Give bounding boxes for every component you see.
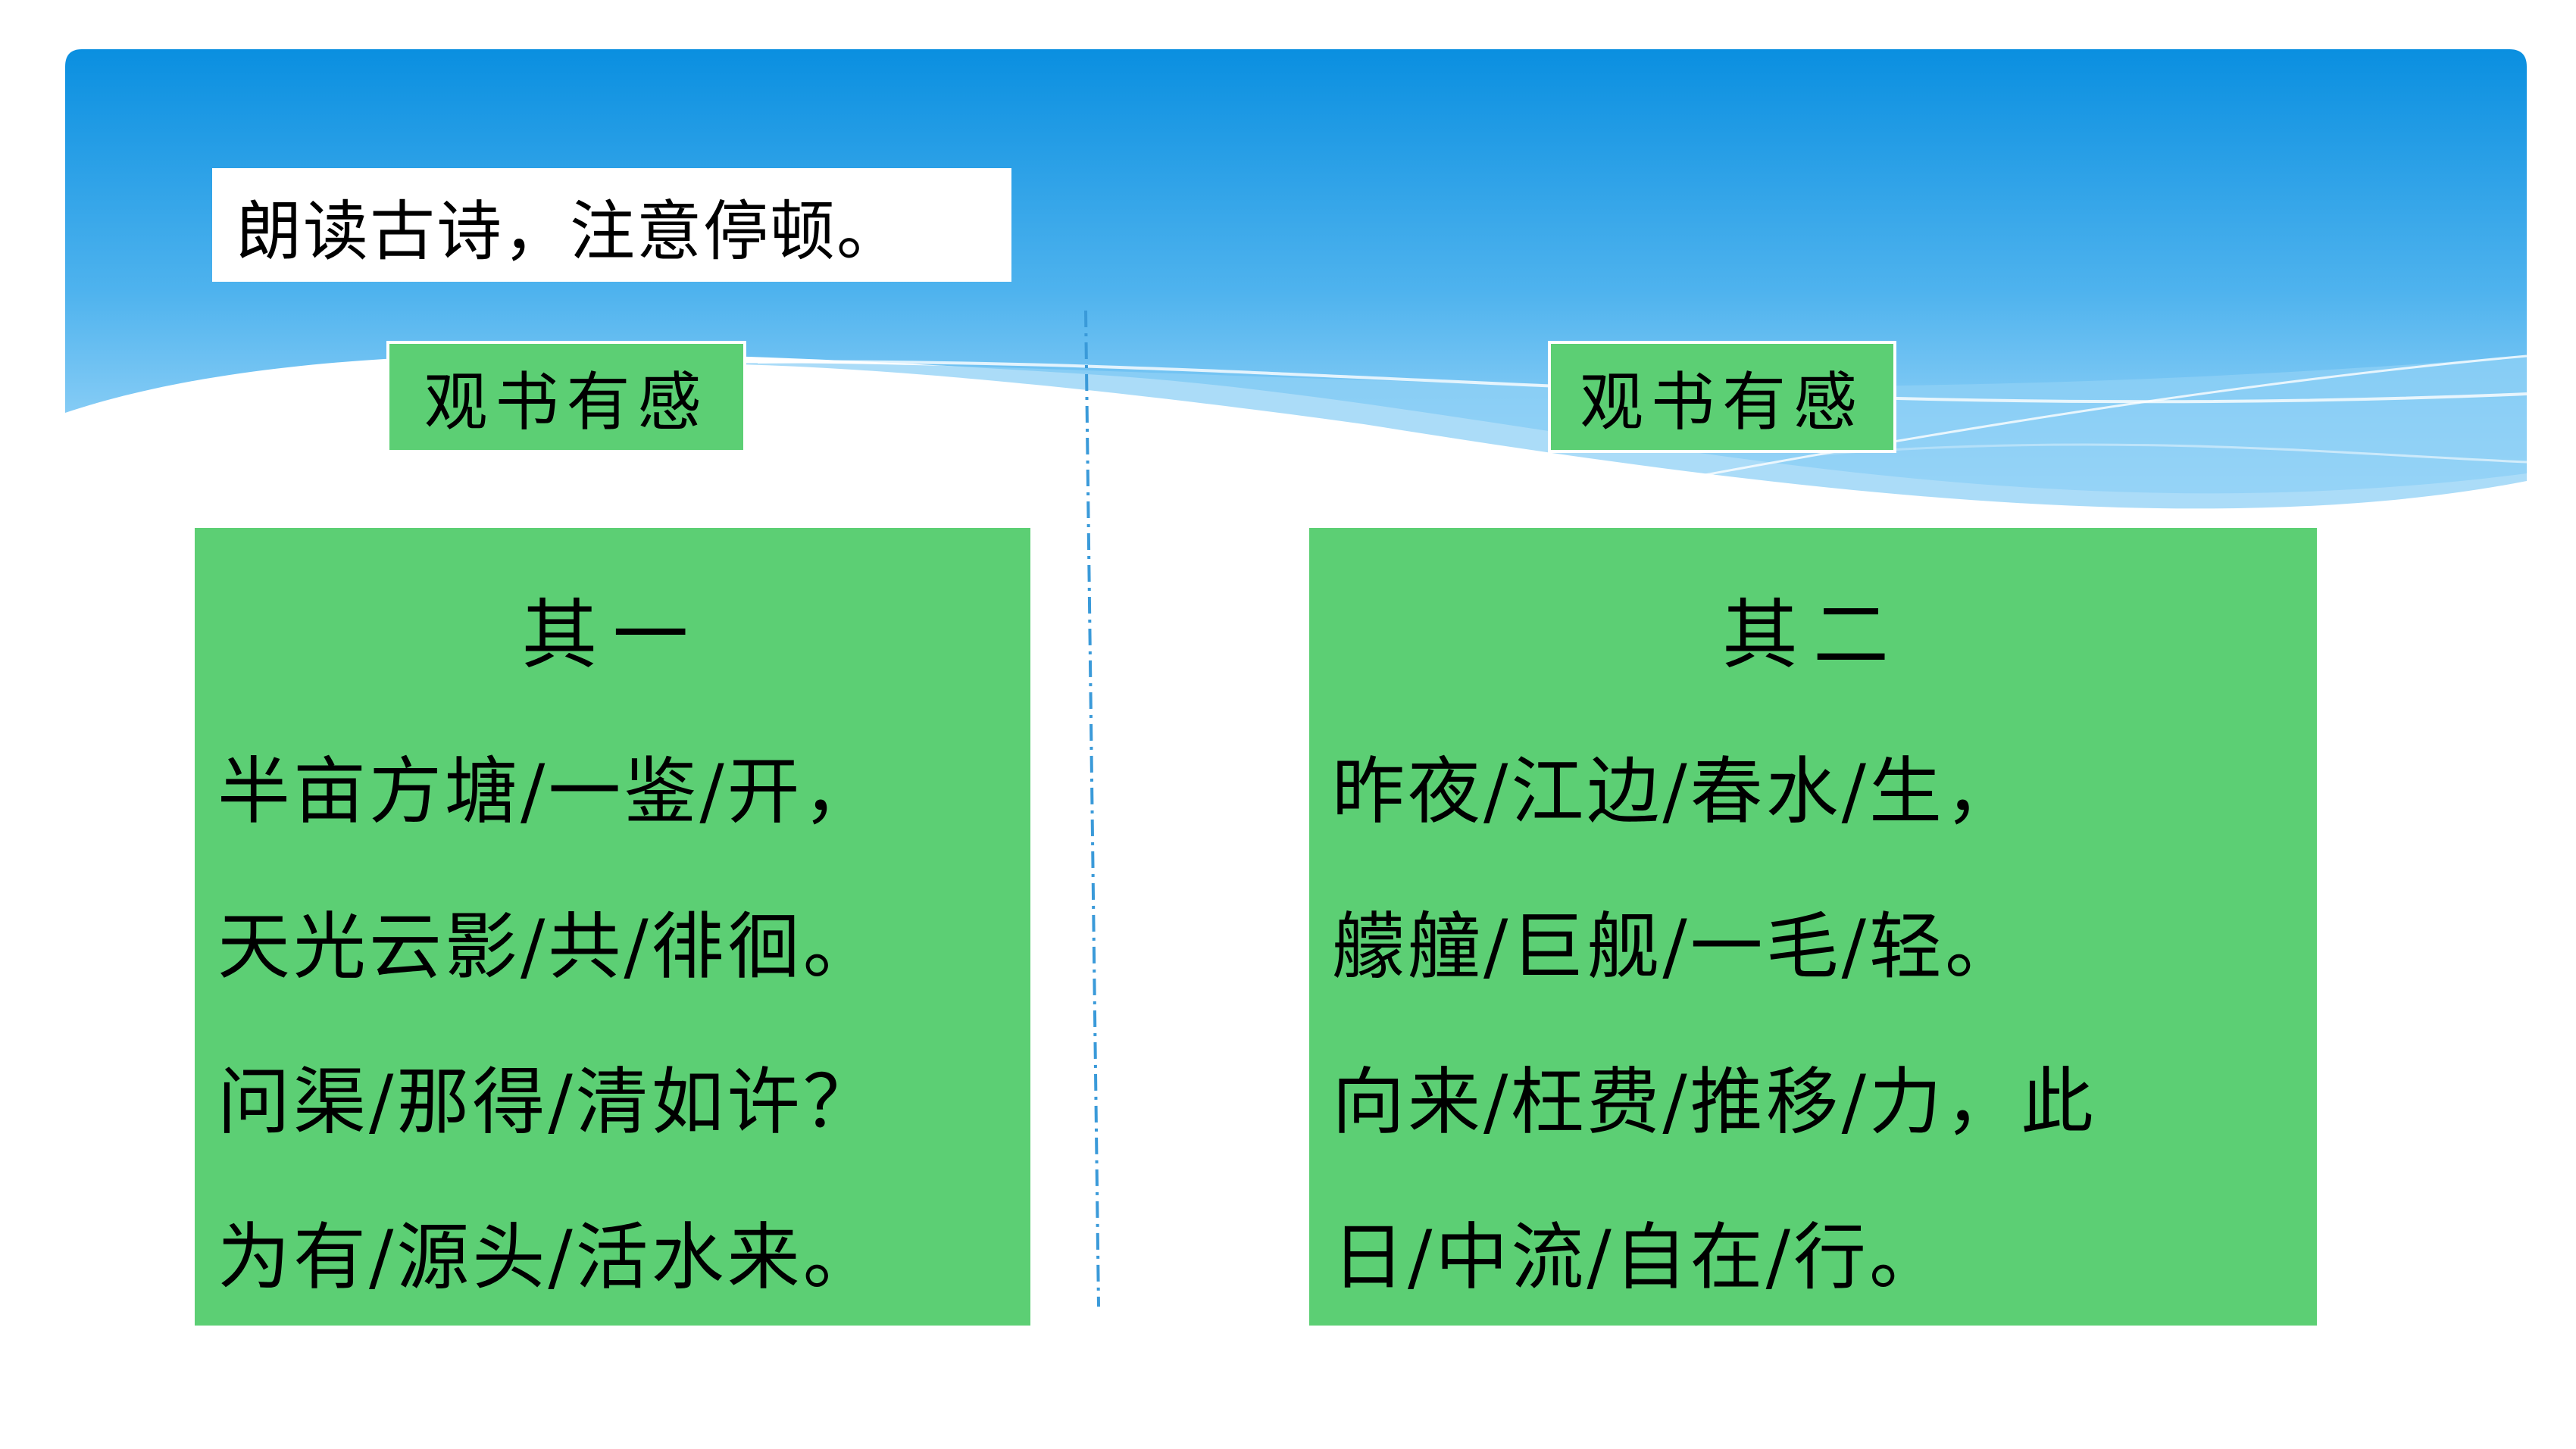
poem-card-2: 其二 昨夜/江边/春水/生， 艨艟/巨舰/一毛/轻。 向来/枉费/推移/力，此 … — [1309, 528, 2317, 1326]
poem-card-1: 其一 半亩方塘/一鉴/开， 天光云影/共/徘徊。 问渠/那得/清如许？ 为有/源… — [195, 528, 1030, 1326]
poem-2-line-4: 日/中流/自在/行。 — [1332, 1215, 1946, 1300]
banner-wave-line-3 — [1818, 443, 2528, 464]
banner-background — [65, 49, 2527, 494]
instruction-box: 朗读古诗，注意停顿。 — [212, 168, 1011, 282]
poem-2-line-1: 昨夜/江边/春水/生， — [1332, 749, 2021, 834]
poem-2-title: 其二 — [1722, 591, 1904, 679]
poem-title-tag-left: 观书有感 — [386, 341, 746, 453]
poem-1-line-2: 天光云影/共/徘徊。 — [217, 904, 879, 989]
banner-wave-line-2 — [1590, 354, 2528, 498]
poem-1-line-1: 半亩方塘/一鉴/开， — [217, 749, 879, 834]
poem-1-line-3: 问渠/那得/清如许？ — [217, 1060, 879, 1145]
poem-1-title: 其一 — [521, 591, 704, 679]
poem-2-line-3: 向来/枉费/推移/力，此 — [1332, 1060, 2097, 1145]
instruction-text: 朗读古诗，注意停顿。 — [236, 193, 903, 270]
poem-title-tag-right: 观书有感 — [1548, 341, 1896, 453]
poem-1-line-4: 为有/源头/活水来。 — [217, 1215, 879, 1300]
poem-2-line-2: 艨艟/巨舰/一毛/轻。 — [1332, 904, 2021, 989]
